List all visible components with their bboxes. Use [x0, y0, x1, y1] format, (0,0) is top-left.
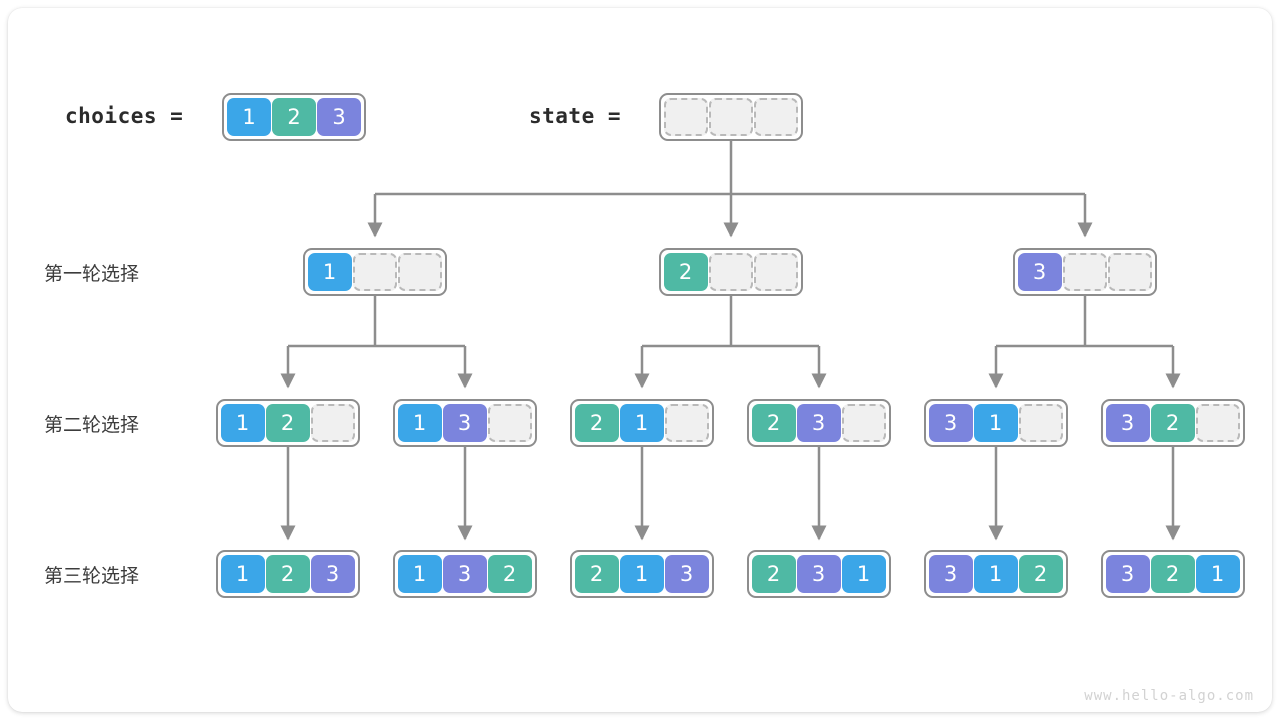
node-round3-3-cell-0: 2: [574, 555, 619, 593]
node-round3-6-cell-2: 1: [1195, 555, 1240, 593]
node-round3-1-cell-2: 3: [310, 555, 355, 593]
node-round1-3-cell-1-empty: [1062, 253, 1107, 291]
node-round3-3-cell-2: 3: [664, 555, 709, 593]
node-round2-6-cell-1: 2: [1150, 404, 1195, 442]
node-round3-6-cell-0: 3: [1105, 555, 1150, 593]
choices-label: choices =: [65, 104, 184, 128]
row-label-round-3: 第三轮选择: [44, 565, 140, 587]
row-label-round-2: 第二轮选择: [44, 414, 140, 436]
node-round1-2: 2: [658, 248, 803, 296]
node-round1-2-cell-2-empty: [753, 253, 798, 291]
connector-layer: [280, 141, 1181, 541]
node-round3-6-cell-1: 2: [1150, 555, 1195, 593]
state-label: state =: [529, 104, 622, 128]
node-round1-2-cell-0: 2: [663, 253, 708, 291]
state-cell-2-empty: [754, 98, 798, 136]
node-round2-2-cell-1: 3: [442, 404, 487, 442]
node-round2-1-cell-0: 1: [220, 404, 265, 442]
node-round1-3: 3: [1012, 248, 1157, 296]
node-round2-3-cell-2-empty: [664, 404, 709, 442]
node-round3-5-cell-1: 1: [973, 555, 1018, 593]
node-round3-4-cell-2: 1: [841, 555, 886, 593]
node-round1-2-cell-1-empty: [708, 253, 753, 291]
node-round2-3-cell-0: 2: [574, 404, 619, 442]
node-round3-2-cell-2: 2: [487, 555, 532, 593]
node-round2-2-cell-2-empty: [487, 404, 532, 442]
node-round2-3-cell-1: 1: [619, 404, 664, 442]
node-round1-3-cell-0: 3: [1017, 253, 1062, 291]
node-round3-2-cell-1: 3: [442, 555, 487, 593]
node-round3-1-cell-0: 1: [220, 555, 265, 593]
state-cell-1-empty: [709, 98, 753, 136]
node-round1-1: 1: [302, 248, 447, 296]
node-round3-2-cell-0: 1: [397, 555, 442, 593]
node-round2-6-cell-0: 3: [1105, 404, 1150, 442]
row-label-round-1: 第一轮选择: [44, 263, 140, 285]
node-round1-3-cell-2-empty: [1107, 253, 1152, 291]
choices-cell-2: 3: [317, 98, 361, 136]
node-round2-4-cell-1: 3: [796, 404, 841, 442]
node-round1-1-cell-1-empty: [352, 253, 397, 291]
node-round2-5-cell-1: 1: [973, 404, 1018, 442]
node-round3-4-cell-0: 2: [751, 555, 796, 593]
node-round1-1-cell-2-empty: [397, 253, 442, 291]
node-round2-5-cell-2-empty: [1018, 404, 1063, 442]
node-round3-4-cell-1: 3: [796, 555, 841, 593]
node-round3-1-cell-1: 2: [265, 555, 310, 593]
state-cell-0-empty: [664, 98, 708, 136]
node-round1-1-cell-0: 1: [307, 253, 352, 291]
choices-cell-0: 1: [227, 98, 271, 136]
node-round3-5-cell-0: 3: [928, 555, 973, 593]
node-round2-5-cell-0: 3: [928, 404, 973, 442]
state-array: [659, 93, 803, 141]
node-round2-1-cell-1: 2: [265, 404, 310, 442]
node-round2-2-cell-0: 1: [397, 404, 442, 442]
node-round3-3-cell-1: 1: [619, 555, 664, 593]
node-round2-6-cell-2-empty: [1195, 404, 1240, 442]
watermark: www.hello-algo.com: [1084, 688, 1254, 704]
node-round2-4-cell-0: 2: [751, 404, 796, 442]
node-round3-5-cell-2: 2: [1018, 555, 1063, 593]
node-round2-4-cell-2-empty: [841, 404, 886, 442]
node-round2-1-cell-2-empty: [310, 404, 355, 442]
choices-cell-1: 2: [272, 98, 316, 136]
